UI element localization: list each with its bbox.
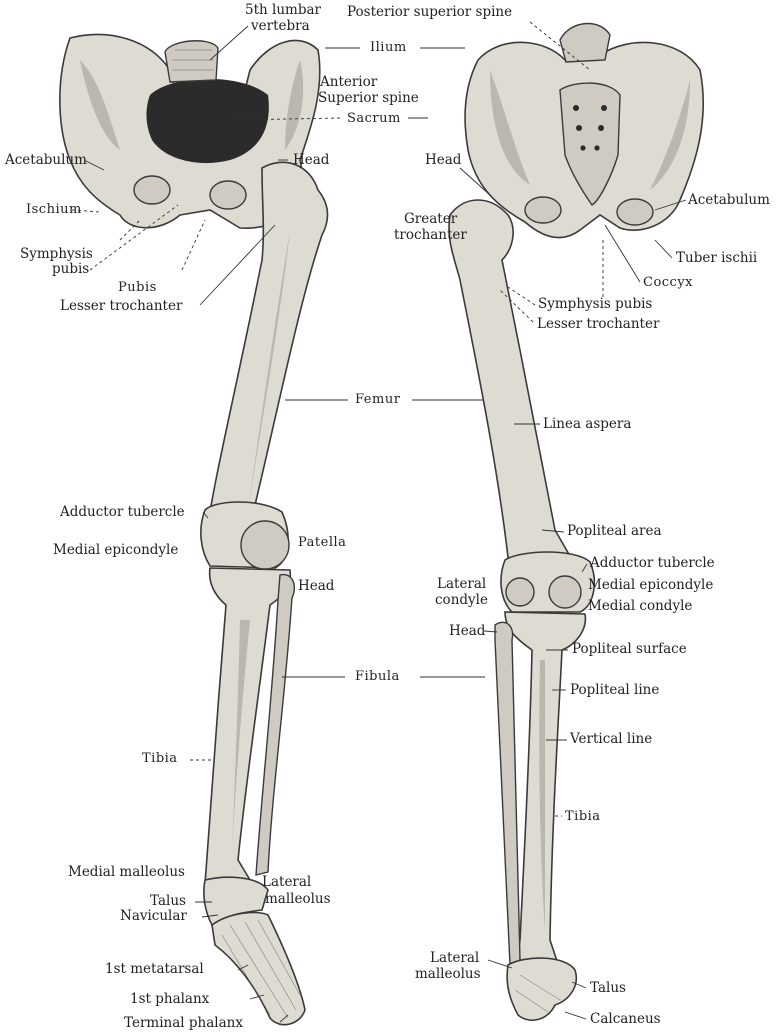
label-navicular: Navicular <box>120 908 187 924</box>
label-superior-spine: Superior spine <box>318 90 419 106</box>
label-acetabulum: Acetabulum <box>4 152 87 168</box>
posterior-pelvis <box>465 24 703 238</box>
label-trochanter: trochanter <box>394 227 467 243</box>
label-post-medial-epicondyle: Medial epicondyle <box>588 577 713 593</box>
label-post-lateral-malleolus-1: Lateral <box>430 950 479 966</box>
label-adductor-tubercle: Adductor tubercle <box>59 504 185 520</box>
label-post-lesser-trochanter: Lesser trochanter <box>537 316 660 332</box>
posterior-view: Posterior superior spine Head Acetabulum… <box>347 4 770 1027</box>
label-fibula: Fibula <box>355 669 400 684</box>
label-ischium: Ischium <box>26 202 82 217</box>
label-head: Head <box>293 152 330 168</box>
label-post-adductor-tubercle: Adductor tubercle <box>589 555 715 571</box>
label-tuber-ischii: Tuber ischii <box>676 250 758 266</box>
label-post-fibula-head: Head <box>449 623 486 639</box>
label-post-head: Head <box>425 152 462 168</box>
label-lateral: Lateral <box>262 874 311 890</box>
label-post-tibia: Tibia <box>565 809 601 824</box>
anterior-leg <box>205 568 294 884</box>
label-medial-malleolus: Medial malleolus <box>68 864 185 880</box>
label-terminal-phalanx: Terminal phalanx <box>124 1015 243 1031</box>
label-tibia: Tibia <box>142 751 178 766</box>
label-symphysis: Symphysis <box>20 246 93 262</box>
label-pubis-lower: pubis <box>52 261 89 277</box>
label-1st-metatarsal: 1st metatarsal <box>105 961 204 977</box>
label-condyle: condyle <box>435 592 488 608</box>
label-popliteal-surface: Popliteal surface <box>572 641 687 657</box>
label-calcaneus: Calcaneus <box>590 1011 661 1027</box>
label-linea-aspera: Linea aspera <box>543 416 631 432</box>
label-ilium: Ilium <box>370 40 407 55</box>
posterior-femur <box>449 200 594 612</box>
label-fibula-head: Head <box>298 578 335 594</box>
label-5th-lumbar: 5th lumbar <box>245 2 322 18</box>
label-greater: Greater <box>404 211 458 227</box>
label-medial-epicondyle: Medial epicondyle <box>53 542 178 558</box>
label-popliteal-area: Popliteal area <box>567 523 662 539</box>
label-sacrum: Sacrum <box>347 111 401 126</box>
label-pubis: Pubis <box>118 280 157 295</box>
label-post-lateral: Lateral <box>437 576 486 592</box>
label-vertical-line: Vertical line <box>569 731 652 747</box>
label-post-talus: Talus <box>590 980 626 996</box>
posterior-leg <box>495 612 585 975</box>
label-popliteal-line: Popliteal line <box>570 682 659 698</box>
label-symphysis-pubis: Symphysis pubis <box>538 296 652 312</box>
label-anterior: Anterior <box>319 74 378 90</box>
label-talus: Talus <box>150 893 186 909</box>
anterior-femur <box>201 162 328 569</box>
label-medial-condyle: Medial condyle <box>588 598 692 614</box>
label-lesser-trochanter: Lesser trochanter <box>60 298 183 314</box>
label-posterior-superior-spine: Posterior superior spine <box>347 4 512 20</box>
anterior-view: 5th lumbar vertebra Ilium Anterior Super… <box>4 2 485 1031</box>
label-coccyx: Coccyx <box>643 275 693 290</box>
label-1st-phalanx: 1st phalanx <box>130 991 210 1007</box>
label-post-acetabulum: Acetabulum <box>687 192 770 208</box>
label-patella: Patella <box>298 535 346 550</box>
label-vertebra: vertebra <box>250 18 310 34</box>
label-femur: Femur <box>355 392 401 407</box>
posterior-foot <box>507 958 576 1020</box>
label-post-lateral-malleolus-2: malleolus <box>415 966 481 982</box>
label-malleolus: malleolus <box>265 891 331 907</box>
